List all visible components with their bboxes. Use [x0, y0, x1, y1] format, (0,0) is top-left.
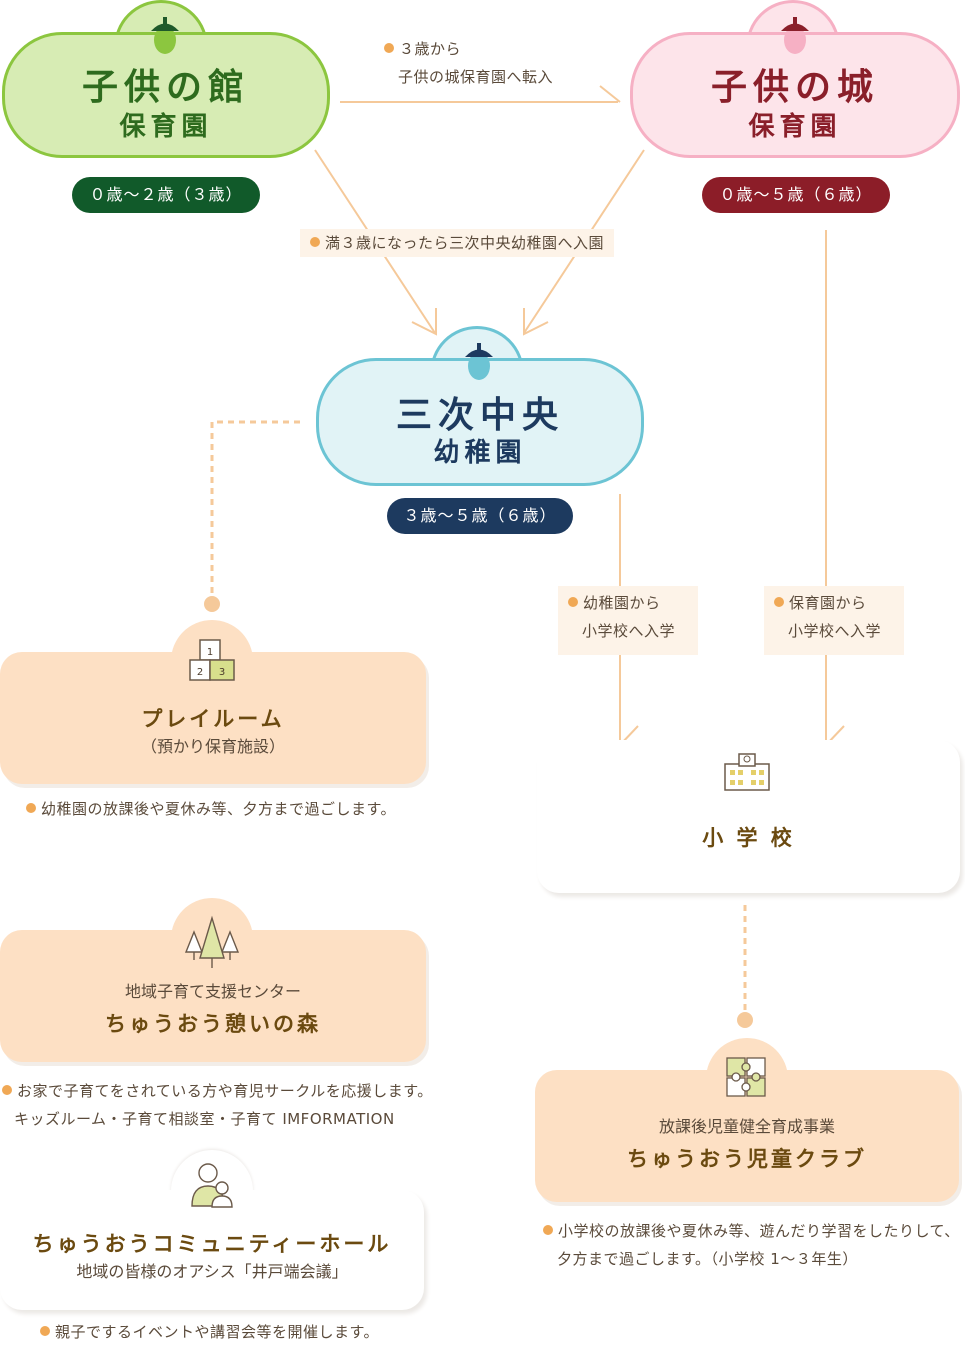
kinder-type: 幼稚園 [433, 438, 527, 468]
bullet-dot [384, 43, 394, 53]
shiro-name: 子供の城 [710, 66, 879, 108]
blocks-icon: 1 2 3 [189, 639, 235, 681]
block-label: 1 [207, 647, 213, 658]
hall-subtitle: 地域の皆様のオアシス「井戸端会議」 [76, 1262, 348, 1281]
bullet-dot [774, 597, 784, 607]
transfer-label: ３歳から 子供の城保育園へ転入 [384, 35, 553, 91]
enter-kindergarten-label: 満３歳になったら三次中央幼稚園へ入園 [300, 229, 615, 257]
nursery-kodomo-shiro[interactable]: 子供の城 保育園 [628, 0, 962, 162]
yakata-name: 子供の館 [81, 66, 250, 108]
kinder-age-badge: ３歳〜５歳（６歳） [387, 498, 573, 534]
kinder-to-playroom-dashed [210, 420, 300, 596]
enter-kindergarten-text: 満３歳になったら三次中央幼稚園へ入園 [325, 234, 605, 252]
shiro-type: 保育園 [748, 112, 842, 142]
block-label: 2 [197, 667, 203, 678]
forest-note: お家で子育てをされている方や育児サークルを応援します。 キッズルーム・子育て相談… [2, 1077, 433, 1133]
bullet-dot [568, 597, 578, 607]
club-title: ちゅうおう児童クラブ [627, 1147, 867, 1171]
yakata-age-badge: ０歳〜２歳（３歳） [72, 177, 260, 213]
club-connector-dot [737, 1012, 753, 1028]
nursery-to-school-label: 保育園から 小学校へ入学 [764, 586, 904, 655]
transfer-label-line1: ３歳から [399, 40, 462, 58]
forest-label: 地域子育て支援センター [124, 982, 301, 1001]
club-note-line1: 小学校の放課後や夏休み等、遊んだり学習をしたりして、 [558, 1222, 960, 1240]
playroom-subtitle: （預かり保育施設） [140, 737, 285, 756]
acorn-icon [781, 17, 809, 54]
jido-club-card[interactable]: 放課後児童健全育成事業 ちゅうおう児童クラブ [535, 1038, 965, 1208]
club-note-line2: 夕方まで過ごします。（小学校 1〜３年生） [557, 1250, 858, 1268]
kindergarten-miyoshi-chuo[interactable]: 三次中央 幼稚園 [314, 326, 646, 490]
forest-title: ちゅうおう憩いの森 [105, 1012, 321, 1036]
playroom-card[interactable]: 1 2 3 プレイルーム （預かり保育施設） [0, 620, 430, 790]
nursery-to-school-line2: 小学校へ入学 [788, 622, 882, 640]
community-hall-card[interactable]: ちゅうおうコミュニティーホール 地域の皆様のオアシス「井戸端会議」 [0, 1150, 430, 1316]
kinder-name: 三次中央 [395, 394, 564, 436]
transfer-label-line2: 子供の城保育園へ転入 [398, 68, 554, 86]
playroom-title: プレイルーム [141, 707, 285, 731]
left-to-kinder-head [411, 308, 437, 336]
elementary-school-card[interactable]: 小 学 校 [537, 740, 963, 900]
bullet-dot [26, 803, 36, 813]
acorn-icon [151, 17, 179, 54]
kinder-to-school-label: 幼稚園から 小学校へ入学 [558, 586, 698, 655]
hall-note: 親子でするイベントや講習会等を開催します。 [40, 1318, 379, 1346]
block-label: 3 [219, 667, 225, 678]
playroom-note-text: 幼稚園の放課後や夏休み等、夕方まで過ごします。 [41, 800, 397, 818]
acorn-icon [465, 343, 493, 380]
kinder-to-school-line2: 小学校へ入学 [582, 622, 676, 640]
right-to-kinder-head [523, 308, 549, 336]
nursery-kodomo-yakata[interactable]: 子供の館 保育園 [0, 0, 332, 162]
club-note: 小学校の放課後や夏休み等、遊んだり学習をしたりして、 夕方まで過ごします。（小学… [543, 1217, 960, 1273]
bullet-dot [543, 1225, 553, 1235]
playroom-note: 幼稚園の放課後や夏休み等、夕方まで過ごします。 [26, 795, 396, 823]
nursery-to-school-line1: 保育園から [789, 594, 867, 612]
forest-trees-icon [184, 915, 240, 968]
bullet-dot [2, 1085, 12, 1095]
hall-note-text: 親子でするイベントや講習会等を開催します。 [55, 1323, 380, 1341]
school-title: 小 学 校 [702, 826, 795, 850]
shiro-age-badge: ０歳〜５歳（６歳） [702, 177, 890, 213]
ikoi-no-mori-card[interactable]: 地域子育て支援センター ちゅうおう憩いの森 [0, 898, 430, 1068]
forest-note-line2: キッズルーム・子育て相談室・子育て IMFORMATION [14, 1110, 395, 1128]
club-label: 放課後児童健全育成事業 [658, 1117, 835, 1136]
bullet-dot [40, 1326, 50, 1336]
bullet-dot [310, 237, 320, 247]
puzzle-icon [726, 1057, 766, 1097]
school-building-icon [724, 753, 770, 791]
transfer-arrow-head [599, 85, 621, 103]
yakata-type: 保育園 [119, 112, 213, 142]
people-icon [191, 1163, 233, 1208]
kinder-to-school-line1: 幼稚園から [583, 594, 661, 612]
playroom-connector-dot [204, 596, 220, 612]
forest-note-line1: お家で子育てをされている方や育児サークルを応援します。 [17, 1082, 433, 1100]
hall-title: ちゅうおうコミュニティーホール [32, 1232, 392, 1256]
